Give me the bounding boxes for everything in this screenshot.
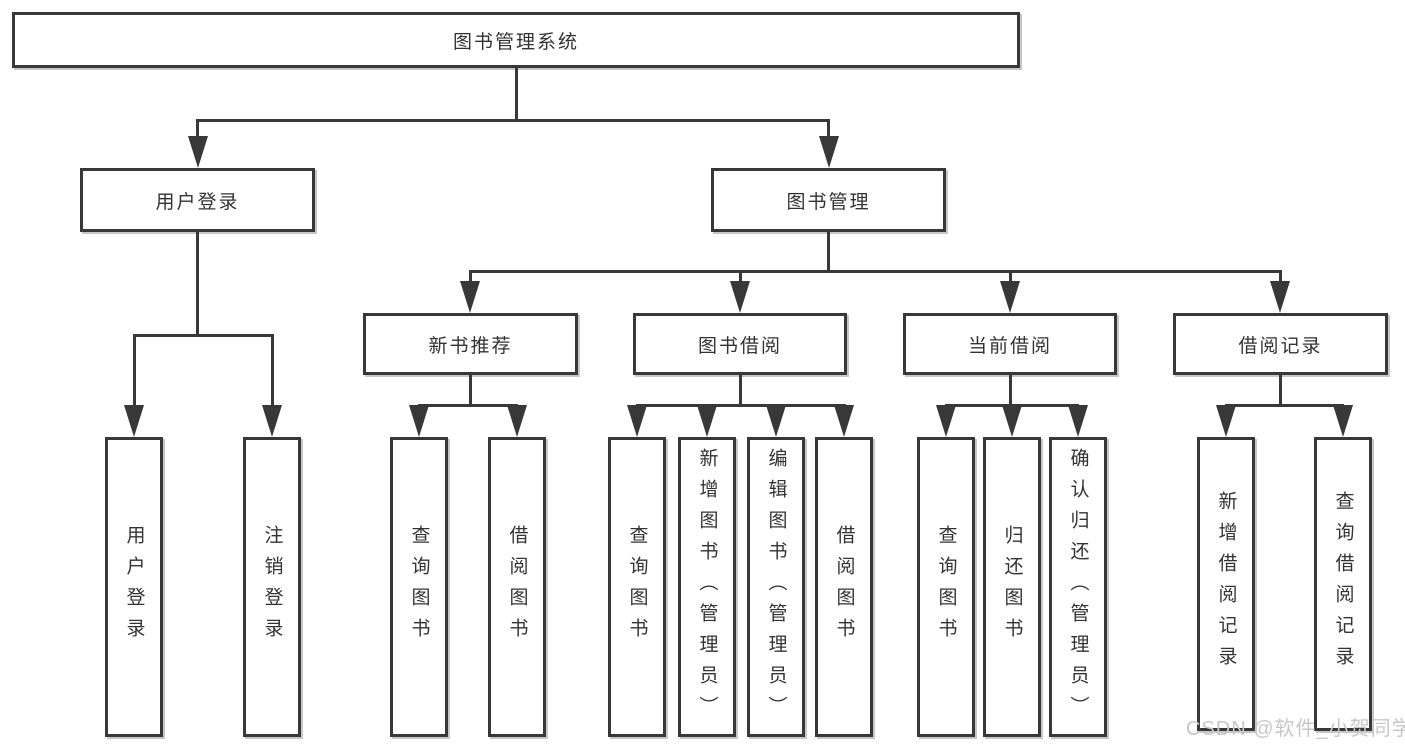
- arrow-down-icon: [730, 281, 750, 313]
- node-label: 图书管理系统: [452, 31, 579, 53]
- node-label: 图书管理: [786, 191, 871, 213]
- leaf-label: 新增借阅记录: [1215, 491, 1237, 677]
- leaf-query-borrow-record: 查询借阅记录: [1314, 437, 1372, 731]
- leaf-query-books: 查询图书: [917, 437, 975, 737]
- leaf-label: 查询借阅记录: [1332, 491, 1354, 677]
- arrow-down-icon: [1333, 405, 1353, 437]
- connector-stub: [469, 270, 472, 283]
- arrow-down-icon: [766, 405, 786, 437]
- connector-level3-rail: [469, 270, 1282, 273]
- leaf-confirm-return-admin: 确认归还（管理员）: [1049, 437, 1107, 737]
- arrow-down-icon: [262, 405, 282, 437]
- connector-user-login-rail: [133, 334, 273, 337]
- leaf-label: 归还图书: [1001, 525, 1023, 649]
- connector-root-stem: [515, 68, 518, 120]
- connector-stem: [739, 375, 742, 406]
- node-new-book-recommend: 新书推荐: [363, 313, 578, 375]
- arrow-down-icon: [819, 136, 839, 168]
- watermark-text: CSDN @软件_小贺同学: [1186, 718, 1405, 740]
- arrow-down-icon: [627, 405, 647, 437]
- leaf-add-borrow-record: 新增借阅记录: [1197, 437, 1255, 731]
- node-user-login: 用户登录: [80, 168, 315, 232]
- arrow-down-icon: [697, 405, 717, 437]
- leaf-label: 借阅图书: [833, 525, 855, 649]
- leaf-return-books: 归还图书: [983, 437, 1041, 737]
- leaf-user-login: 用户登录: [105, 437, 163, 737]
- leaf-label: 新增图书（管理员）: [696, 447, 718, 727]
- connector-stub: [1009, 270, 1012, 283]
- connector-stub: [739, 270, 742, 283]
- node-label: 当前借阅: [967, 335, 1052, 357]
- leaf-label: 编辑图书（管理员）: [765, 447, 787, 727]
- arrow-down-icon: [1000, 281, 1020, 313]
- node-label: 用户登录: [155, 191, 240, 213]
- leaf-label: 注销登录: [261, 525, 283, 649]
- connector-stub: [1279, 270, 1282, 283]
- leaf-label: 确认归还（管理员）: [1067, 447, 1089, 727]
- leaf-borrow-books: 借阅图书: [815, 437, 873, 737]
- arrow-down-icon: [1068, 405, 1088, 437]
- arrow-down-icon: [1270, 281, 1290, 313]
- leaf-borrow-books: 借阅图书: [488, 437, 546, 737]
- node-label: 新书推荐: [428, 335, 513, 357]
- arrow-down-icon: [188, 136, 208, 168]
- leaf-label: 查询图书: [626, 525, 648, 649]
- connector-stub: [271, 334, 274, 407]
- connector-stub: [196, 119, 199, 139]
- node-label: 借阅记录: [1238, 335, 1323, 357]
- arrow-down-icon: [460, 281, 480, 313]
- connector-user-login-stem: [196, 232, 199, 336]
- connector-stem: [1009, 375, 1012, 406]
- leaf-label: 借阅图书: [506, 525, 528, 649]
- connector-stem: [1279, 375, 1282, 406]
- arrow-down-icon: [409, 405, 429, 437]
- node-borrow-records: 借阅记录: [1173, 313, 1388, 375]
- connector-rail: [636, 404, 846, 407]
- arrow-down-icon: [834, 405, 854, 437]
- arrow-down-icon: [1216, 405, 1236, 437]
- leaf-label: 查询图书: [935, 525, 957, 649]
- connector-stub: [827, 119, 830, 139]
- leaf-add-book-admin: 新增图书（管理员）: [678, 437, 736, 737]
- leaf-edit-book-admin: 编辑图书（管理员）: [747, 437, 805, 737]
- leaf-query-books: 查询图书: [608, 437, 666, 737]
- leaf-query-books: 查询图书: [390, 437, 448, 737]
- node-book-borrow: 图书借阅: [633, 313, 847, 375]
- node-label: 图书借阅: [697, 335, 782, 357]
- arrow-down-icon: [1002, 405, 1022, 437]
- leaf-label: 查询图书: [408, 525, 430, 649]
- leaf-logout: 注销登录: [243, 437, 301, 737]
- node-library-management-system: 图书管理系统: [12, 12, 1020, 68]
- node-current-borrow: 当前借阅: [903, 313, 1117, 375]
- connector-book-mgmt-stem: [827, 232, 830, 272]
- node-book-management: 图书管理: [711, 168, 946, 232]
- connector-level2-rail: [196, 119, 830, 122]
- connector-stub: [133, 334, 136, 407]
- connector-rail: [418, 404, 518, 407]
- leaf-label: 用户登录: [123, 525, 145, 649]
- arrow-down-icon: [124, 405, 144, 437]
- arrow-down-icon: [507, 405, 527, 437]
- connector-rail: [1225, 404, 1344, 407]
- arrow-down-icon: [936, 405, 956, 437]
- connector-stem: [469, 375, 472, 406]
